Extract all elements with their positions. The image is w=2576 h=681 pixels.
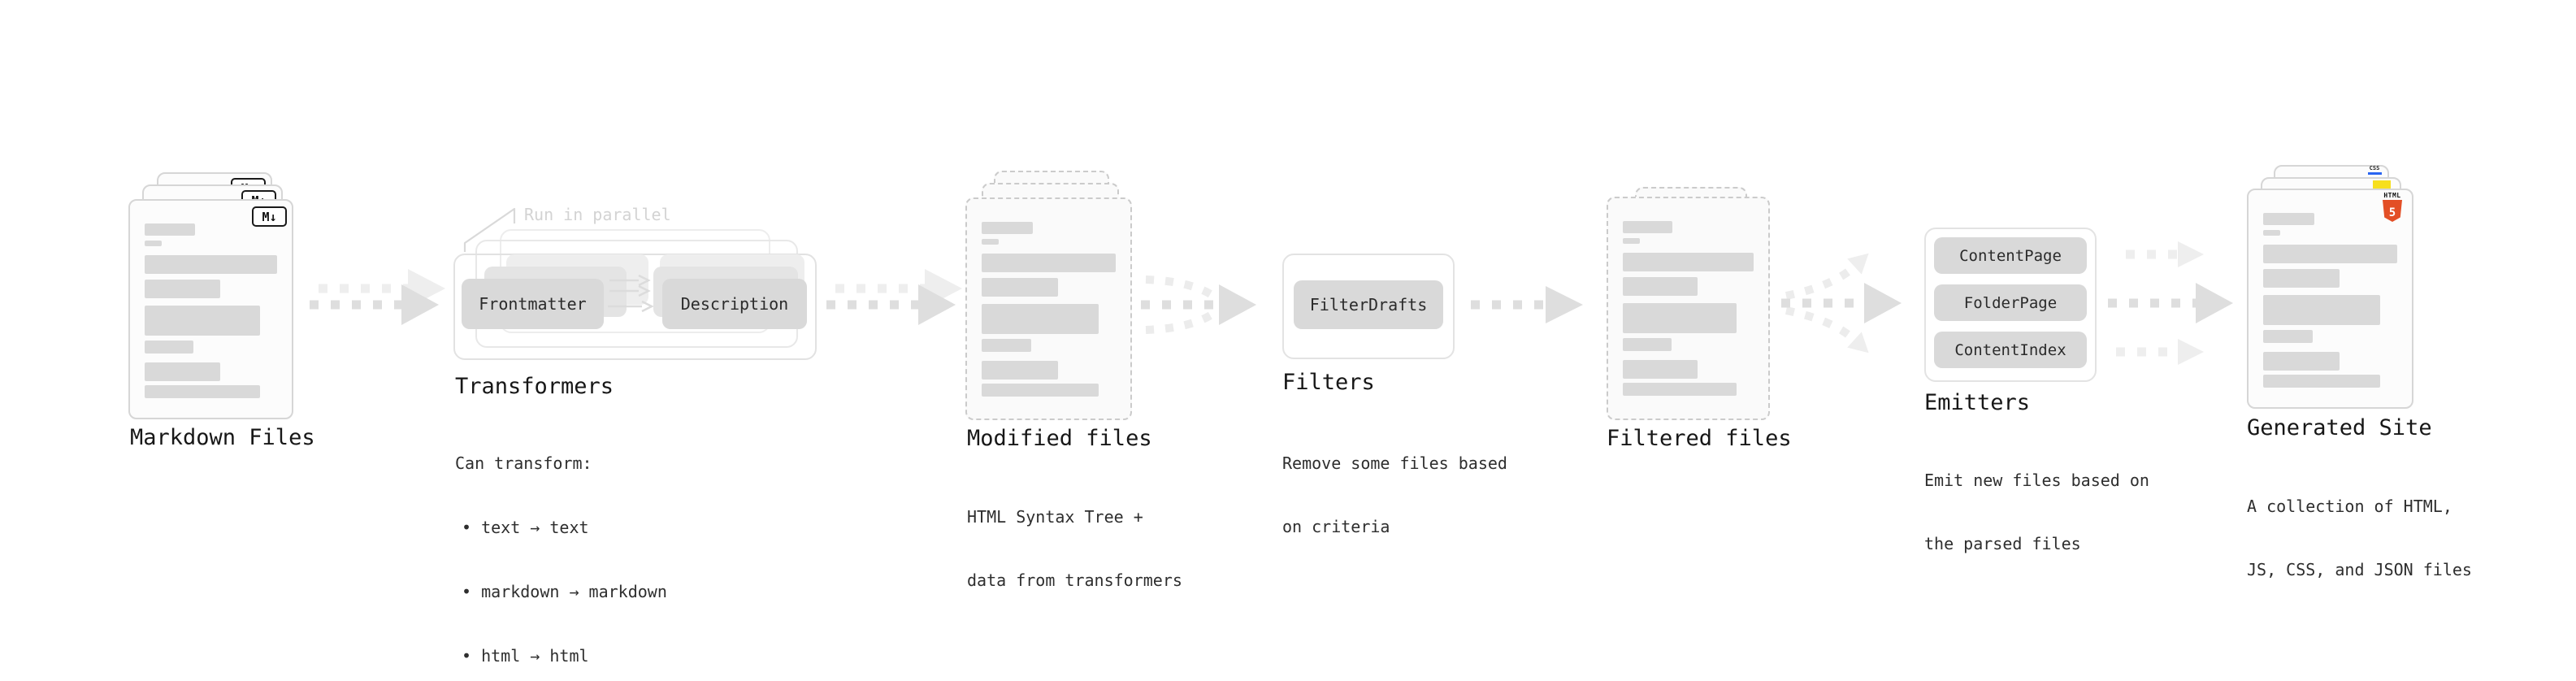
css3-icon: CSS [2367, 166, 2382, 175]
transformers-title: Transformers [455, 374, 614, 399]
content-page-pill: ContentPage [1934, 237, 2087, 274]
emitters-title: Emitters [1924, 390, 2031, 415]
text-line-placeholder [2263, 352, 2340, 371]
frontmatter-pill: Frontmatter [462, 279, 604, 329]
arrow-emitters-to-generated [2108, 241, 2233, 365]
text-line-placeholder [982, 222, 1033, 234]
text-line-placeholder [145, 280, 220, 298]
markdown-badge-icon: M↓ [252, 206, 287, 227]
text-line-placeholder [1623, 277, 1698, 296]
text-line-placeholder [982, 254, 1116, 272]
generated-site-title: Generated Site [2247, 415, 2432, 440]
folder-page-pill: FolderPage [1934, 284, 2087, 321]
modified-files-title: Modified files [967, 426, 1152, 451]
transformers-bullet: • markdown → markdown [462, 582, 667, 601]
text-line-placeholder [145, 255, 277, 274]
text-line-placeholder [2263, 230, 2281, 236]
markdown-file-page: M↓ [128, 199, 293, 419]
text-line-placeholder [1623, 253, 1754, 271]
filtered-file-page [1607, 197, 1770, 420]
text-line-placeholder [2263, 375, 2380, 388]
filter-drafts-pill: FilterDrafts [1294, 280, 1443, 329]
transformers-bullet: • html → html [462, 646, 589, 666]
text-line-placeholder [145, 362, 220, 381]
html5-icon: HTML 5 [2382, 193, 2403, 225]
document-skeleton [1608, 198, 1768, 419]
text-line-placeholder [145, 340, 194, 354]
filters-description: Remove some files based on criteria [1282, 453, 1507, 536]
run-in-parallel-annotation: Run in parallel [524, 205, 671, 224]
text-line-placeholder [1623, 383, 1737, 396]
modified-files-description: HTML Syntax Tree + data from transformer… [967, 507, 1182, 590]
text-line-placeholder [2263, 295, 2380, 325]
content-index-pill: ContentIndex [1934, 332, 2087, 368]
css3-underline [2367, 172, 2382, 175]
markdown-files-title: Markdown Files [130, 425, 315, 450]
text-line-placeholder [2263, 269, 2340, 288]
document-skeleton [2249, 190, 2412, 407]
text-line-placeholder [1623, 360, 1698, 379]
js-icon [2373, 180, 2391, 190]
text-line-placeholder [145, 385, 260, 398]
text-line-placeholder [982, 278, 1059, 297]
text-line-placeholder [2263, 213, 2314, 225]
text-line-placeholder [982, 339, 1032, 352]
text-line-placeholder [1623, 303, 1737, 333]
transformers-desc-intro: Can transform: [455, 453, 592, 473]
text-line-placeholder [1623, 338, 1672, 351]
arrow-markdown-to-transformers [310, 269, 445, 325]
text-line-placeholder [145, 223, 195, 236]
document-skeleton [967, 199, 1130, 419]
transformers-description: Can transform: • text → text • markdown … [455, 410, 667, 681]
arrow-modified-to-filters [1141, 275, 1256, 334]
modified-file-page [965, 197, 1132, 420]
arrow-filtered-to-emitters [1781, 253, 1902, 354]
text-line-placeholder [145, 241, 163, 246]
description-pill: Description [662, 279, 807, 329]
text-line-placeholder [145, 306, 260, 336]
arrow-filters-to-filtered [1471, 286, 1583, 323]
arrow-transformers-to-modified [826, 269, 962, 325]
text-line-placeholder [2263, 330, 2314, 343]
text-line-placeholder [1623, 238, 1640, 244]
text-line-placeholder [982, 384, 1099, 397]
svg-text:5: 5 [2389, 206, 2396, 219]
run-in-parallel-leader-line [463, 207, 516, 252]
text-line-placeholder [2263, 245, 2397, 263]
text-line-placeholder [1623, 221, 1673, 233]
generated-site-description: A collection of HTML, JS, CSS, and JSON … [2247, 497, 2472, 579]
transformers-bullet: • text → text [462, 518, 589, 537]
text-line-placeholder [982, 239, 1000, 245]
filters-title: Filters [1282, 370, 1375, 395]
text-line-placeholder [982, 361, 1059, 380]
transform-arrows-icon [608, 274, 654, 313]
emitters-description: Emit new files based on the parsed files [1924, 471, 2149, 553]
filtered-files-title: Filtered files [1607, 426, 1792, 451]
generated-html-page [2247, 189, 2413, 409]
document-skeleton [130, 201, 292, 418]
text-line-placeholder [982, 304, 1099, 334]
